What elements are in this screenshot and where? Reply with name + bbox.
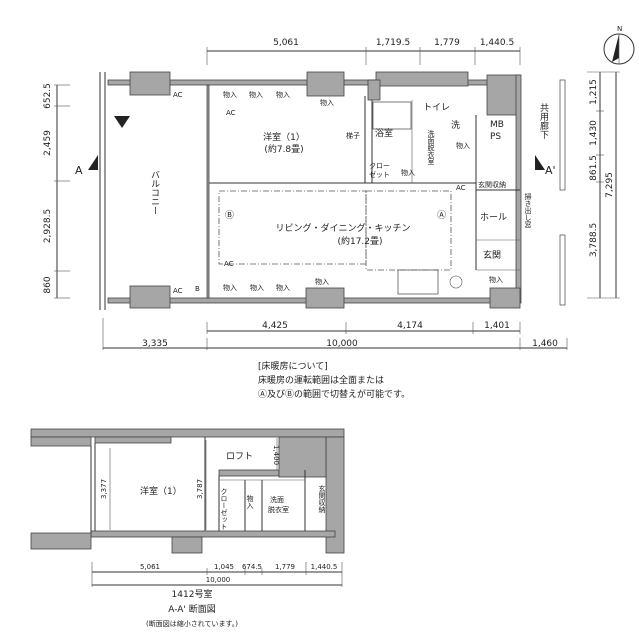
- left-dimensions: 652.5 2,459 2,928.5 860: [43, 83, 70, 299]
- svg-text:1,401: 1,401: [484, 321, 510, 331]
- svg-text:1,400: 1,400: [272, 445, 280, 465]
- svg-text:2,928.5: 2,928.5: [43, 209, 53, 243]
- svg-text:3,787: 3,787: [196, 479, 204, 499]
- svg-text:物入: 物入: [276, 283, 290, 292]
- svg-text:脱衣室: 脱衣室: [268, 505, 289, 514]
- svg-text:物入: 物入: [246, 494, 254, 509]
- svg-text:物入: 物入: [315, 277, 329, 286]
- down-arrow-icon: [114, 116, 130, 128]
- svg-text:トイレ: トイレ: [423, 103, 450, 113]
- svg-text:3,335: 3,335: [142, 339, 168, 349]
- svg-text:3,377: 3,377: [100, 479, 108, 499]
- svg-text:ロフト: ロフト: [226, 452, 253, 462]
- svg-text:玄関: 玄関: [483, 249, 501, 261]
- svg-text:洋室（1）: 洋室（1）: [263, 131, 305, 143]
- svg-text:物入: 物入: [401, 168, 415, 177]
- svg-text:(約7.8畳): (約7.8畳): [264, 143, 303, 155]
- svg-text:リビング・ダイニング・キッチン: リビング・ダイニング・キッチン: [275, 222, 410, 234]
- svg-text:2,459: 2,459: [43, 130, 53, 156]
- section-marker-a-prime-icon: [535, 155, 545, 170]
- svg-text:861.5: 861.5: [589, 155, 599, 181]
- svg-text:物入: 物入: [276, 90, 290, 99]
- svg-text:1,215: 1,215: [589, 79, 599, 105]
- svg-text:1,779: 1,779: [434, 38, 460, 48]
- svg-text:B: B: [195, 285, 200, 293]
- walls: [99, 71, 566, 310]
- svg-text:玄関収納: 玄関収納: [318, 484, 326, 514]
- svg-text:(断面図は縮小されています。): (断面図は縮小されています。): [146, 619, 238, 628]
- svg-text:AC: AC: [173, 91, 183, 99]
- section-dimensions: 5,061 1,045 674.5 1,779 1,440.5 10,000 1…: [91, 562, 343, 628]
- svg-text:5,061: 5,061: [140, 563, 160, 571]
- svg-text:674.5: 674.5: [242, 563, 262, 571]
- svg-text:洗: 洗: [451, 119, 460, 131]
- svg-text:物入: 物入: [249, 90, 263, 99]
- svg-text:梯子: 梯子: [346, 131, 360, 140]
- svg-text:物入: 物入: [489, 275, 503, 284]
- floor-heating-zone-a: [365, 190, 452, 271]
- svg-text:掃き出し窓: 掃き出し窓: [524, 192, 532, 228]
- svg-text:AC: AC: [173, 287, 183, 295]
- svg-text:10,000: 10,000: [326, 339, 358, 349]
- svg-text:物入: 物入: [250, 283, 264, 292]
- svg-text:物入: 物入: [320, 98, 334, 107]
- svg-text:浴室: 浴室: [375, 127, 393, 139]
- floor-heating-note: [床暖房について] 床暖房の運転範囲は全面または Ⓐ及びⒷの範囲で切替えが可能で…: [258, 360, 410, 400]
- room-labels: 洋室（1） (約7.8畳) リビング・ダイニング・キッチン (約17.2畳) バ…: [149, 103, 549, 293]
- svg-text:4,174: 4,174: [397, 321, 423, 331]
- svg-text:1,045: 1,045: [214, 563, 234, 571]
- svg-text:PS: PS: [490, 132, 501, 142]
- svg-text:1,719.5: 1,719.5: [376, 38, 410, 48]
- bottom-dimensions: 4,425 4,174 1,401 3,335 10,000 1,460: [102, 318, 568, 350]
- svg-text:A: A: [75, 164, 83, 177]
- svg-text:652.5: 652.5: [43, 83, 53, 109]
- svg-text:3,788.5: 3,788.5: [589, 223, 599, 257]
- svg-text:バルコニー: バルコニー: [149, 170, 160, 215]
- svg-text:AC: AC: [456, 184, 466, 192]
- svg-text:[床暖房について]: [床暖房について]: [258, 360, 328, 372]
- top-dimensions: 5,061 1,719.5 1,779 1,440.5: [206, 38, 521, 65]
- svg-text:玄関収納: 玄関収納: [478, 180, 506, 189]
- svg-text:ゼット: ゼット: [369, 170, 390, 179]
- svg-text:(約17.2畳): (約17.2畳): [337, 235, 382, 247]
- svg-text:AC: AC: [226, 109, 236, 117]
- svg-text:A': A': [545, 164, 556, 177]
- svg-text:Ⓐ: Ⓐ: [437, 210, 446, 221]
- svg-text:Ⓐ及びⒷの範囲で切替えが可能です。: Ⓐ及びⒷの範囲で切替えが可能です。: [258, 388, 410, 400]
- svg-text:10,000: 10,000: [206, 576, 231, 584]
- svg-text:物入: 物入: [223, 90, 237, 99]
- svg-text:洋室（1）: 洋室（1）: [140, 485, 182, 497]
- svg-text:1,460: 1,460: [532, 339, 558, 349]
- svg-text:860: 860: [43, 276, 53, 293]
- svg-text:7,295: 7,295: [605, 172, 615, 198]
- svg-text:洗面脱衣室: 洗面脱衣室: [427, 129, 435, 165]
- svg-text:クロー: クロー: [369, 162, 390, 170]
- svg-text:1,440.5: 1,440.5: [480, 38, 514, 48]
- svg-text:Ⓑ: Ⓑ: [225, 210, 234, 221]
- svg-text:A-A' 断面図: A-A' 断面図: [168, 603, 216, 615]
- svg-text:4,425: 4,425: [262, 321, 288, 331]
- svg-text:共用廊下: 共用廊下: [538, 103, 549, 140]
- north-compass-icon: N: [603, 25, 635, 65]
- svg-text:1,440.5: 1,440.5: [311, 563, 338, 571]
- svg-text:洗面: 洗面: [270, 495, 284, 504]
- svg-text:床暖房の運転範囲は全面または: 床暖房の運転範囲は全面または: [258, 374, 384, 386]
- svg-text:MB: MB: [490, 120, 504, 130]
- svg-text:物入: 物入: [456, 141, 470, 150]
- svg-text:物入: 物入: [223, 283, 237, 292]
- svg-text:5,061: 5,061: [273, 38, 299, 48]
- svg-text:AC: AC: [224, 260, 234, 268]
- right-dimensions: 1,215 1,430 861.5 3,788.5 7,295: [587, 71, 620, 299]
- svg-text:N: N: [617, 25, 622, 33]
- section-marker-a-icon: [88, 155, 98, 170]
- storage-labels: 物入 物入 物入 物入 物入 物入 物入 物入 物入 物入 物入 AC AC A…: [173, 90, 503, 295]
- svg-text:1,430: 1,430: [589, 120, 599, 146]
- svg-text:ホール: ホール: [480, 212, 507, 223]
- section-drawing: 洋室（1） ロフト 1,400 3,377 3,787 クローゼット 物入 洗面…: [30, 428, 345, 554]
- svg-text:1,779: 1,779: [275, 563, 295, 571]
- svg-text:クローゼット: クローゼット: [220, 488, 228, 530]
- svg-text:1412号室: 1412号室: [172, 588, 213, 600]
